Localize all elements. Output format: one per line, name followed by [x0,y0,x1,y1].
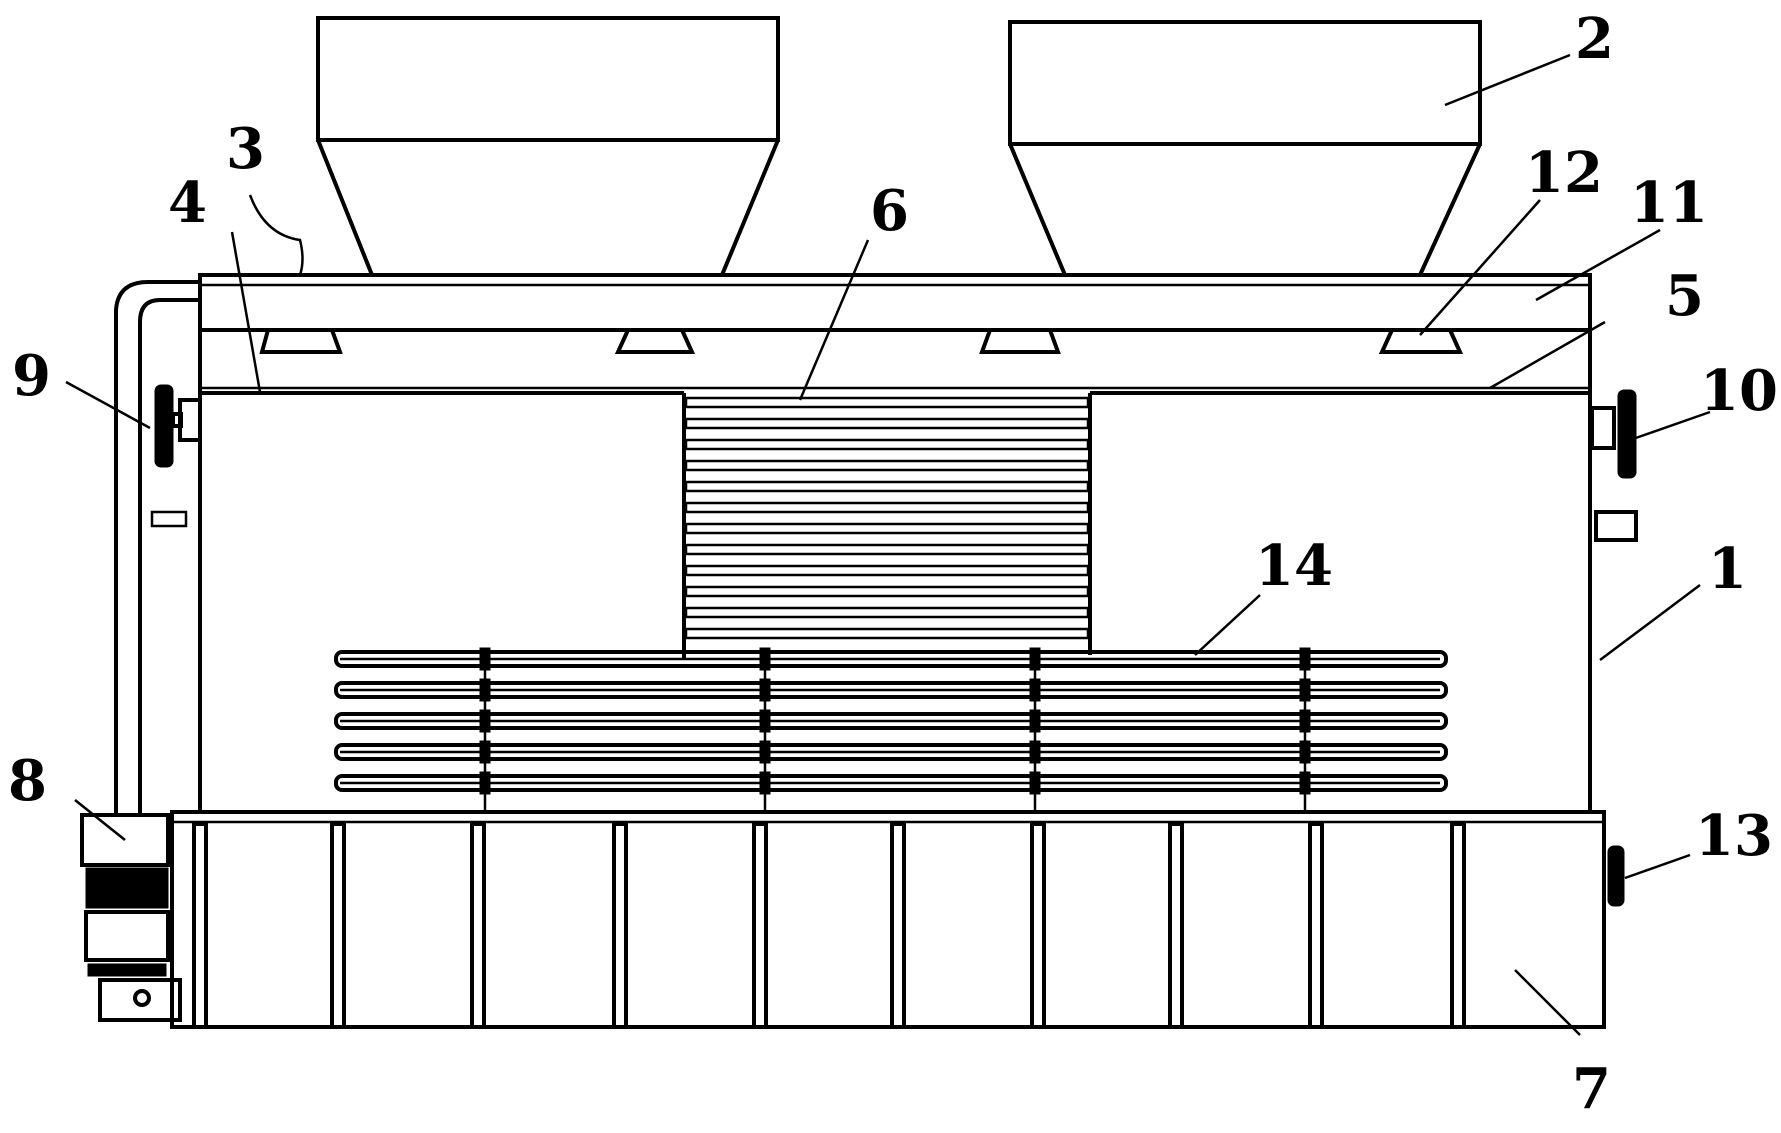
tank-divider [890,822,906,1029]
hopper-left [316,16,780,277]
grille-slat [684,606,1090,619]
label-13: 13 [1695,803,1773,869]
label-4: 4 [168,170,207,236]
grille-slat [684,564,1090,577]
tank-divider [1168,822,1184,1029]
leader-lines [65,53,1711,1036]
label-3: 3 [226,116,265,182]
left-pipe [114,280,200,815]
grille-slat [684,417,1090,430]
tank-divider [1450,822,1466,1029]
tank-divider [330,822,346,1029]
hopper-right [1008,20,1482,277]
drain-valve [1607,845,1625,907]
grille-slat [684,585,1090,598]
tray-row [334,681,1448,699]
label-2: 2 [1575,6,1614,72]
grille-slat [684,459,1090,472]
grille-slat [684,501,1090,514]
grille-slat [684,522,1090,535]
grille-slat [684,438,1090,451]
top-plate [198,273,1592,332]
label-8: 8 [8,748,47,814]
tank-divider [1308,822,1324,1029]
label-7: 7 [1572,1056,1611,1122]
tray-row [334,650,1448,668]
bottom-tank [170,810,1606,1029]
label-5: 5 [1665,263,1704,329]
tray-row [334,712,1448,730]
pump-motor [80,813,182,1022]
valve-left [154,384,202,468]
tray-row [334,743,1448,761]
left-chamber [200,391,686,660]
tank-divider [612,822,628,1029]
label-1: 1 [1708,536,1747,602]
tray-row [334,774,1448,792]
grille-slat [684,396,1090,409]
callout-labels: 1 2 3 4 5 6 7 8 9 10 11 12 13 14 [8,6,1778,1122]
tank-divider [752,822,768,1029]
grille-slat [684,543,1090,556]
spray-nozzles [259,329,1464,354]
label-14: 14 [1255,533,1333,599]
right-chamber [1088,391,1590,655]
label-9: 9 [12,343,51,409]
tank-divider [470,822,486,1029]
valve-right [1590,389,1638,542]
tank-divider [192,822,208,1029]
tank-divider [1030,822,1046,1029]
label-11: 11 [1630,170,1708,236]
grille-slat [684,627,1090,640]
grille-slat [684,480,1090,493]
tray-racks [334,647,1448,812]
label-12: 12 [1525,140,1603,206]
center-grille [684,396,1090,640]
label-6: 6 [870,178,909,244]
label-10: 10 [1700,358,1778,424]
main-housing [198,275,1592,810]
